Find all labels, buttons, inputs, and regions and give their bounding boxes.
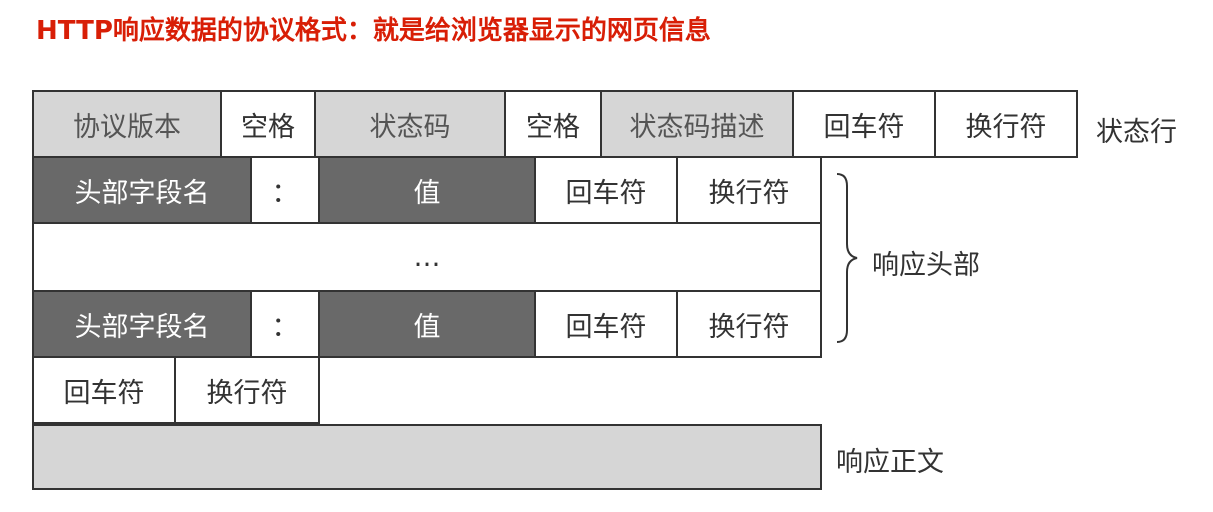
cell-colon: ： bbox=[250, 156, 320, 224]
cell-line-feed: 换行符 bbox=[174, 356, 320, 424]
diagram-title: HTTP响应数据的协议格式：就是给浏览器显示的网页信息 bbox=[36, 16, 711, 46]
status-line-label: 状态行 bbox=[1096, 117, 1177, 148]
cell-ellipsis: … bbox=[32, 222, 822, 292]
cell-value: 值 bbox=[318, 156, 536, 224]
cell-protocol-version: 协议版本 bbox=[32, 90, 222, 158]
cell-status-description: 状态码描述 bbox=[600, 90, 794, 158]
cell-line-feed: 换行符 bbox=[934, 90, 1078, 158]
cell-line-feed: 换行符 bbox=[676, 290, 822, 358]
cell-header-field-name: 头部字段名 bbox=[32, 290, 252, 358]
cell-carriage-return: 回车符 bbox=[792, 90, 936, 158]
cell-response-body bbox=[32, 424, 822, 490]
cell-status-code: 状态码 bbox=[314, 90, 506, 158]
cell-space-1: 空格 bbox=[220, 90, 316, 158]
headers-brace bbox=[836, 173, 858, 343]
cell-carriage-return: 回车符 bbox=[534, 290, 678, 358]
cell-line-feed: 换行符 bbox=[676, 156, 822, 224]
cell-colon: ： bbox=[250, 290, 320, 358]
cell-carriage-return: 回车符 bbox=[534, 156, 678, 224]
cell-space-2: 空格 bbox=[504, 90, 602, 158]
response-headers-label: 响应头部 bbox=[872, 250, 980, 281]
cell-header-field-name: 头部字段名 bbox=[32, 156, 252, 224]
cell-value: 值 bbox=[318, 290, 536, 358]
cell-carriage-return: 回车符 bbox=[32, 356, 176, 424]
response-body-label: 响应正文 bbox=[836, 447, 944, 478]
